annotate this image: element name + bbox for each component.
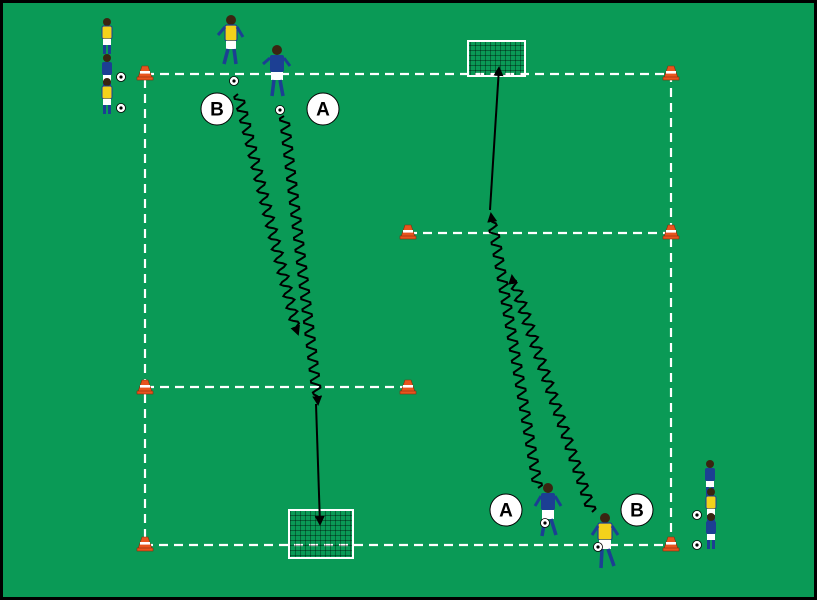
ball-icon [275,105,285,115]
playing-area-boundary [143,72,673,547]
arrow-icon [233,93,301,336]
ball-icon [692,510,702,520]
field-lines [143,72,673,547]
label-a-top: A [306,92,340,126]
goal-icon [467,40,526,77]
ball-icon [116,72,126,82]
player-icon [533,483,563,537]
player-icon [216,15,245,65]
arrow-icon [489,66,504,211]
label-text: A [316,100,330,121]
player-icon [101,78,113,114]
player-icon [706,513,716,549]
player-icon [101,18,113,54]
label-b-bottom: B [620,493,654,527]
ball-icon [116,103,126,113]
arrow-icon [508,274,597,513]
ball-icon [540,518,550,528]
player-icon [590,513,620,569]
ball-icon [229,76,239,86]
label-text: B [630,501,644,522]
arrow-icon [314,403,325,526]
player-icon [262,45,292,97]
arrow-icon [487,212,543,489]
top-goal [467,40,526,77]
movement-arrows [233,66,597,526]
label-text: A [499,501,513,522]
arrow-icon [278,115,323,406]
bottom-goal [288,509,354,559]
label-b-top: B [200,92,234,126]
ball-icon [593,542,603,552]
label-a-bottom: A [489,493,523,527]
ball-icon [692,540,702,550]
label-text: B [210,100,224,121]
goal-icon [288,509,354,559]
